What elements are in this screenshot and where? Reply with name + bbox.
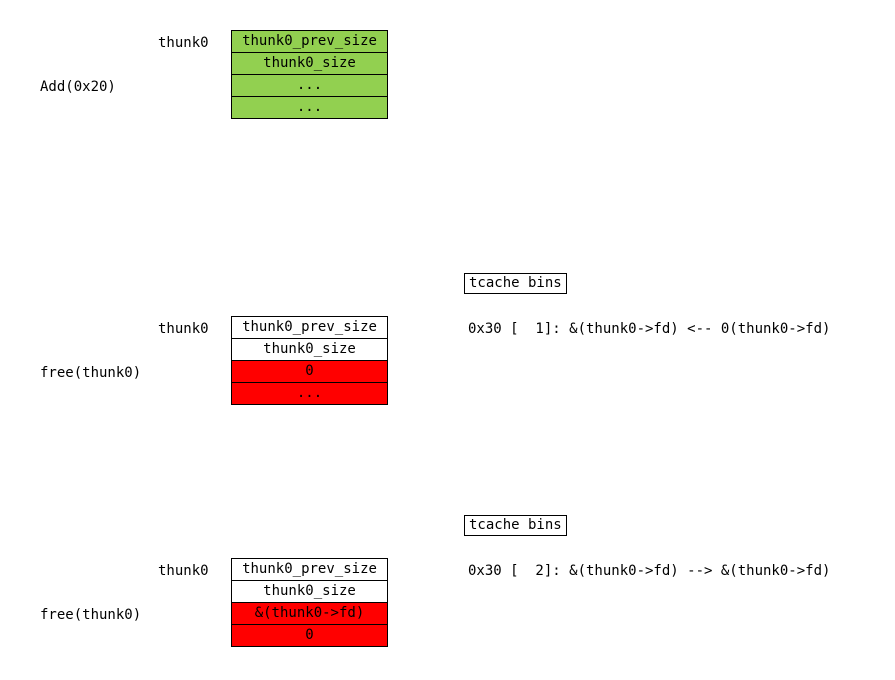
- tcache-bins-title: tcache bins: [464, 273, 567, 294]
- chunk-cell-bk: 0: [232, 624, 387, 646]
- heap-chunk: thunk0_prev_size thunk0_size &(thunk0->f…: [231, 558, 388, 647]
- heap-chunk: thunk0_prev_size thunk0_size ... ...: [231, 30, 388, 119]
- operation-label: free(thunk0): [40, 365, 142, 381]
- chunk-cell-fd: 0: [232, 360, 387, 382]
- chunk-label: thunk0: [158, 35, 209, 51]
- chunk-label: thunk0: [158, 563, 209, 579]
- heap-chunk: thunk0_prev_size thunk0_size 0 ...: [231, 316, 388, 405]
- chunk-cell-prev-size: thunk0_prev_size: [232, 559, 387, 580]
- chunk-cell-data: ...: [232, 74, 387, 96]
- chunk-cell-size: thunk0_size: [232, 338, 387, 360]
- chunk-cell-data: ...: [232, 96, 387, 118]
- chunk-label: thunk0: [158, 321, 209, 337]
- chunk-cell-fd: &(thunk0->fd): [232, 602, 387, 624]
- chunk-cell-size: thunk0_size: [232, 52, 387, 74]
- operation-label: Add(0x20): [40, 79, 116, 95]
- tcache-bin-entry: 0x30 [ 1]: &(thunk0->fd) <-- 0(thunk0->f…: [468, 321, 831, 337]
- tcache-bin-entry: 0x30 [ 2]: &(thunk0->fd) --> &(thunk0->f…: [468, 563, 831, 579]
- chunk-cell-data: ...: [232, 382, 387, 404]
- chunk-cell-prev-size: thunk0_prev_size: [232, 31, 387, 52]
- chunk-cell-size: thunk0_size: [232, 580, 387, 602]
- chunk-cell-prev-size: thunk0_prev_size: [232, 317, 387, 338]
- operation-label: free(thunk0): [40, 607, 142, 623]
- tcache-bins-title: tcache bins: [464, 515, 567, 536]
